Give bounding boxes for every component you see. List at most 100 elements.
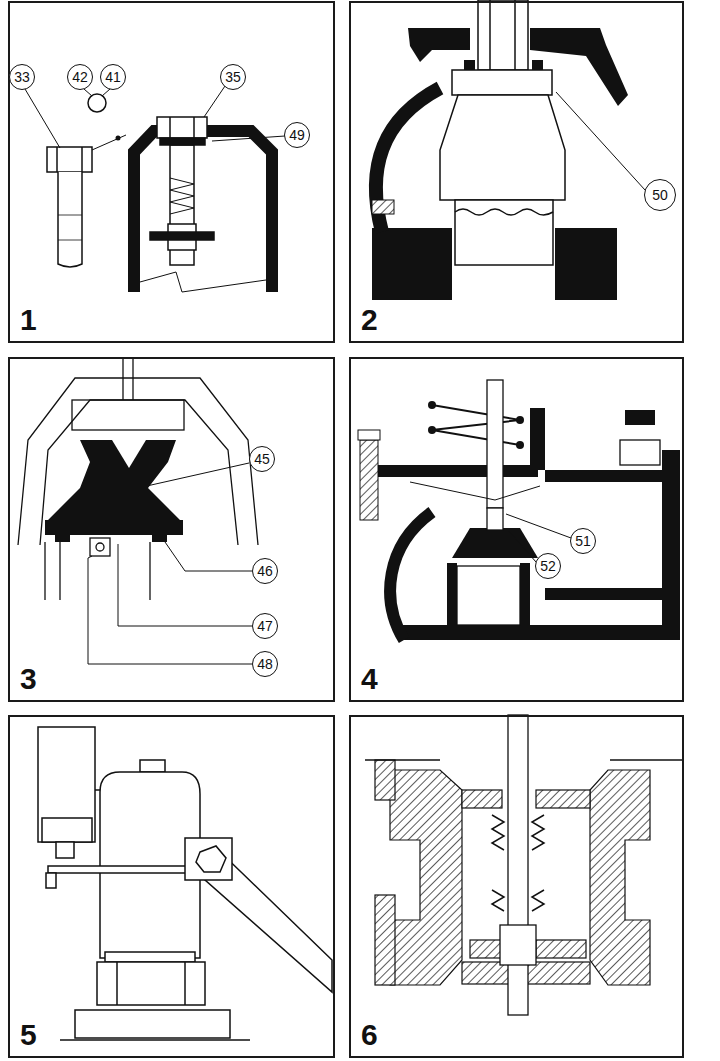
leader-line <box>88 463 252 664</box>
stem <box>478 0 528 70</box>
stem <box>508 715 528 1015</box>
actuator <box>75 1010 230 1038</box>
spring-dot <box>428 426 436 434</box>
actuator <box>38 727 332 1040</box>
valve-body <box>545 588 665 600</box>
leader-line <box>556 92 645 190</box>
packing <box>492 890 504 911</box>
bonnet-bolt <box>358 430 380 440</box>
nut <box>96 543 104 551</box>
housing-outline <box>72 400 184 430</box>
stem <box>478 0 528 70</box>
bolt <box>58 240 82 241</box>
leader-line <box>25 86 285 150</box>
hatched-section <box>590 770 650 985</box>
callout-number: 42 <box>72 70 88 84</box>
valve-body-wall <box>390 512 432 640</box>
housing-outline <box>18 378 258 545</box>
valve-body <box>555 228 617 300</box>
packing <box>532 890 544 911</box>
spindle <box>193 117 195 138</box>
callout-circle: 51 <box>570 528 596 554</box>
valve-body <box>378 465 538 477</box>
figure-panel: 6 <box>349 715 684 1058</box>
valve-body-wall <box>390 512 432 640</box>
callout-circle: 48 <box>252 651 278 677</box>
spindle <box>150 232 214 240</box>
actuator <box>140 760 165 772</box>
bonnet-bolt <box>360 440 378 520</box>
side-plug <box>372 200 394 214</box>
packing <box>492 815 504 850</box>
valve-body <box>530 408 545 470</box>
actuator <box>105 952 195 962</box>
disc-notch <box>112 440 146 468</box>
panel-number: 2 <box>361 305 378 335</box>
valve-plug <box>440 70 565 265</box>
callout-circle: 46 <box>252 558 278 584</box>
hatched-section <box>536 790 590 808</box>
callout-number: 47 <box>257 619 273 633</box>
break-line <box>140 272 266 292</box>
housing-outline <box>132 357 133 400</box>
actuator <box>185 838 232 880</box>
callout-circle: 49 <box>284 122 310 148</box>
callout-number: 50 <box>652 188 668 202</box>
figure-panel: 5 <box>8 715 335 1058</box>
bolt <box>47 147 92 267</box>
valve-plug <box>455 200 553 265</box>
actuator <box>116 962 118 1005</box>
stem <box>487 508 503 530</box>
callout-number: 46 <box>257 564 273 578</box>
valve-body <box>378 408 680 640</box>
leader-line <box>204 86 225 117</box>
nut <box>149 542 150 600</box>
stem <box>610 759 684 760</box>
panel-number: 3 <box>20 664 37 694</box>
disc-notch <box>112 440 146 468</box>
leader-line <box>118 544 252 626</box>
bonnet-housing <box>134 131 272 292</box>
spring-dot <box>428 401 524 449</box>
callout-circle: 52 <box>535 553 561 579</box>
nut <box>59 542 60 600</box>
actuator <box>46 873 56 888</box>
callout-number: 41 <box>105 70 121 84</box>
callout-number: 51 <box>575 534 591 548</box>
spindle <box>169 117 171 138</box>
valve-body <box>625 410 655 425</box>
hatched-section <box>462 790 502 808</box>
stem <box>489 0 491 70</box>
actuator <box>56 842 74 858</box>
bonnet-housing <box>134 131 272 292</box>
valve-body <box>372 228 452 300</box>
valve-disc <box>48 440 180 520</box>
leader-line <box>506 514 571 562</box>
valve-body <box>447 563 457 630</box>
leader-line <box>88 556 252 664</box>
leader-line <box>556 92 645 190</box>
panel-number: 1 <box>20 305 37 335</box>
stem <box>487 380 503 508</box>
panel-number: 4 <box>361 664 378 694</box>
bolt <box>58 172 82 267</box>
valve-plug <box>452 70 552 95</box>
break-line <box>140 272 266 292</box>
figure-panel: 3 45 46 47 48 <box>8 357 335 702</box>
diaphragm <box>410 482 540 500</box>
valve-plug <box>455 209 553 215</box>
panel-number: 5 <box>20 1020 37 1050</box>
valve-body <box>545 470 680 482</box>
callout-number: 48 <box>257 657 273 671</box>
callout-circle: 45 <box>249 446 275 472</box>
valve-body <box>662 450 680 640</box>
actuator <box>48 866 198 873</box>
actuator <box>38 727 95 842</box>
callout-circle: 47 <box>252 613 278 639</box>
callout-number: 45 <box>254 452 270 466</box>
panel-number: 6 <box>361 1020 378 1050</box>
callout-circle: 50 <box>644 179 676 211</box>
valve-body <box>520 563 530 630</box>
packing <box>492 815 544 911</box>
